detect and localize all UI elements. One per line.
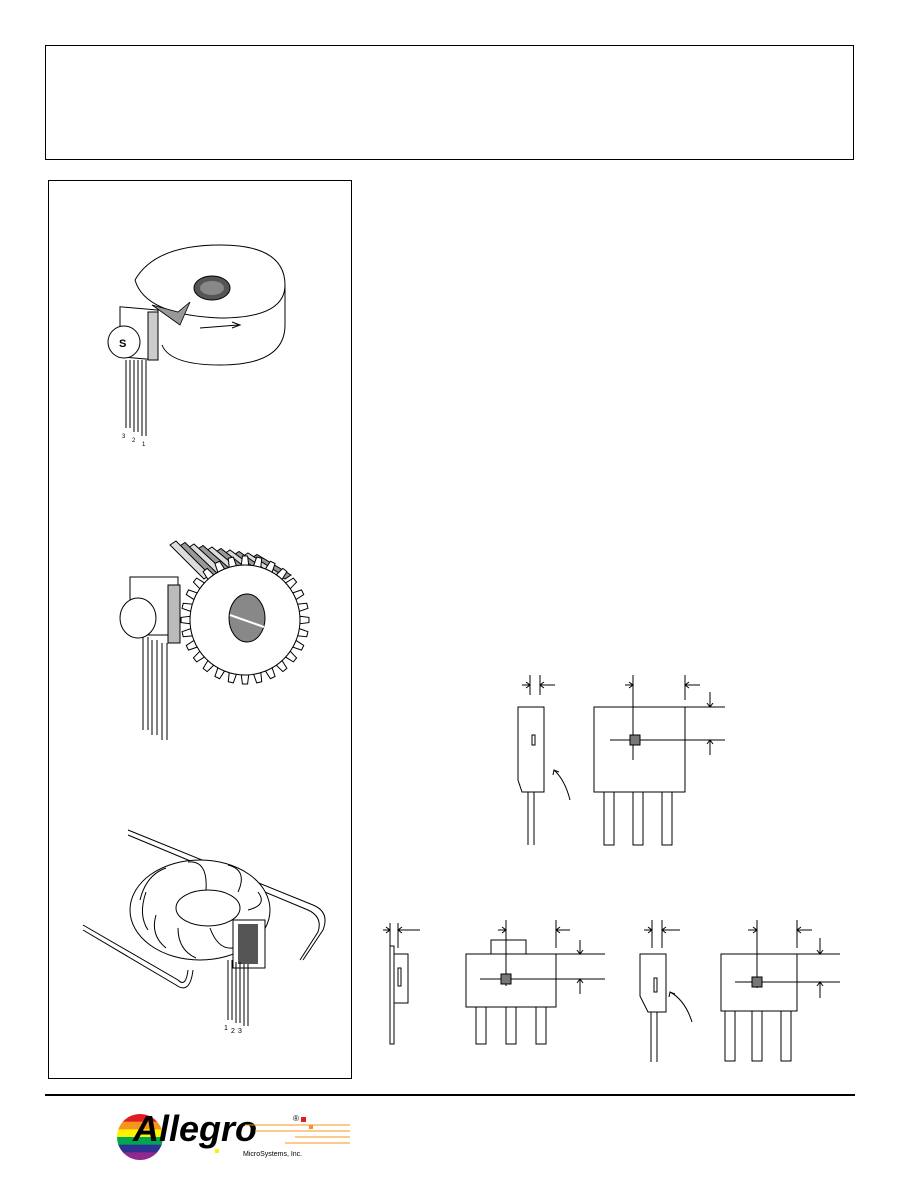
package-dimension-diagram-upper <box>517 675 725 846</box>
gear-tooth <box>299 615 310 625</box>
header-box <box>45 45 854 160</box>
pin-label: 3 <box>238 1028 242 1035</box>
pin-label: 2 <box>231 1028 235 1035</box>
gear-tooth <box>240 674 250 685</box>
footer-rule <box>45 1094 855 1096</box>
toroid-current-sensor-illustration: 1 2 3 <box>82 829 326 1035</box>
logo-band <box>117 1121 163 1130</box>
logo-band <box>117 1152 163 1160</box>
pin-label: 1 <box>224 1025 228 1032</box>
ring-magnet-illustration: S 3 2 1 <box>107 244 286 448</box>
logo-color-bands <box>117 1114 163 1160</box>
logo-tagline: MicroSystems, Inc. <box>243 1151 302 1158</box>
logo-registered-mark: ® <box>293 1114 299 1123</box>
pin-label: 1 <box>142 442 146 448</box>
package-dimension-diagram-lower-left <box>383 920 605 1045</box>
gear-tooth-sensor-illustration <box>119 540 310 740</box>
package-dimension-diagram-lower-right <box>639 920 840 1062</box>
logo-band <box>117 1144 163 1153</box>
logo-band <box>117 1114 163 1123</box>
logo-band <box>117 1137 163 1146</box>
logo-wordmark: Allegro <box>132 1108 257 1149</box>
pin-label: 2 <box>132 438 136 444</box>
pole-label: S <box>119 338 126 350</box>
pin-label: 3 <box>122 434 126 440</box>
allegro-microsystems-logo: Allegro ® MicroSystems, Inc. <box>117 1108 350 1160</box>
gear-tooth <box>240 555 250 566</box>
gear-tooth <box>180 615 191 625</box>
applications-panel <box>48 180 352 1079</box>
logo-band <box>117 1129 163 1138</box>
